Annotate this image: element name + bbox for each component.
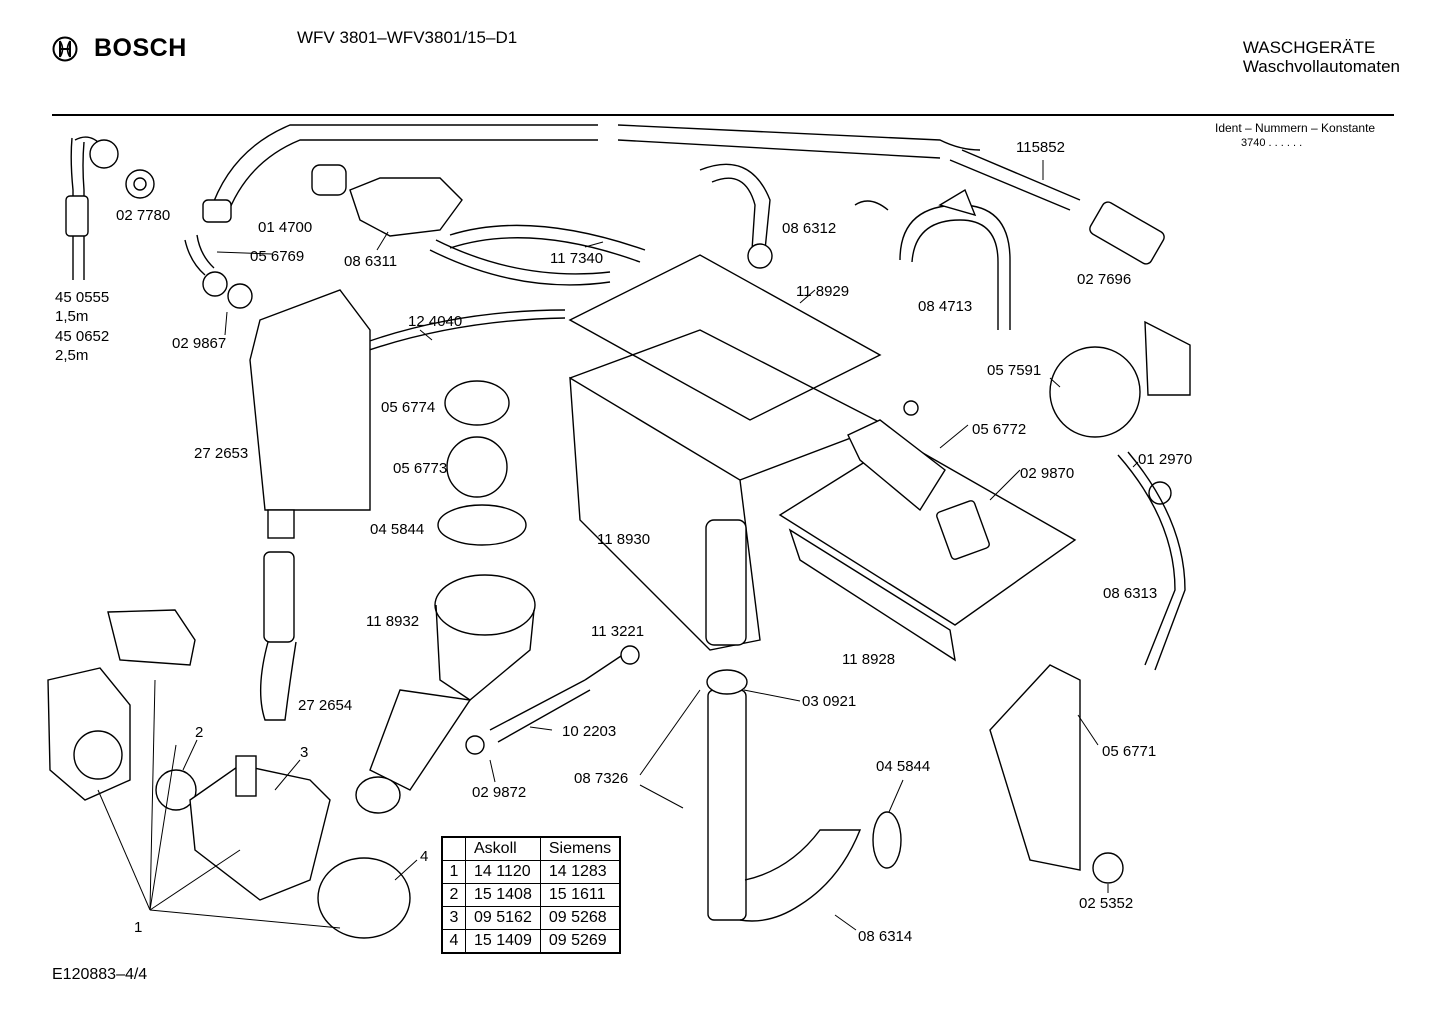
variant-header-index [441, 836, 466, 861]
label-086313: 08 6313 [1103, 585, 1157, 602]
label-012970: 01 2970 [1138, 451, 1192, 468]
table-cell: 3 [441, 906, 466, 930]
label-callout-1: 1 [134, 919, 142, 936]
label-027780: 02 7780 [116, 207, 170, 224]
label-117340: 11 7340 [550, 250, 603, 267]
label-450555: 45 0555 [55, 289, 109, 306]
category: WASCHGERÄTE Waschvollautomaten [1243, 38, 1400, 76]
table-row: 1 14 1120 14 1283 [441, 860, 621, 884]
label-113221: 11 3221 [591, 623, 644, 640]
label-084713: 08 4713 [918, 298, 972, 315]
label-callout-2: 2 [195, 724, 203, 741]
label-045844-top: 04 5844 [370, 521, 424, 538]
part-drawings [47, 124, 1191, 939]
brand: BOSCH [52, 34, 187, 63]
label-272653: 27 2653 [194, 445, 248, 462]
label-callout-3: 3 [300, 744, 308, 761]
label-014700: 01 4700 [258, 219, 312, 236]
label-029872: 02 9872 [472, 784, 526, 801]
table-cell: 4 [441, 929, 466, 954]
table-cell: 09 5162 [465, 906, 541, 930]
label-025352: 02 5352 [1079, 895, 1133, 912]
label-086312: 08 6312 [782, 220, 836, 237]
table-row: 3 09 5162 09 5268 [441, 906, 621, 930]
variant-header-askoll: Askoll [465, 836, 541, 861]
label-056773: 05 6773 [393, 460, 447, 477]
label-086311: 08 6311 [344, 253, 397, 270]
label-118929: 11 8929 [796, 283, 849, 300]
label-057591: 05 7591 [987, 362, 1041, 379]
label-056771: 05 6771 [1102, 743, 1156, 760]
label-length-1: 1,5m [55, 308, 88, 325]
variant-table: Askoll Siemens 1 14 1120 14 1283 2 15 14… [441, 836, 622, 954]
variant-header-siemens: Siemens [539, 836, 621, 861]
table-cell: 2 [441, 883, 466, 907]
table-cell: 15 1408 [465, 883, 541, 907]
label-056772: 05 6772 [972, 421, 1026, 438]
label-056774: 05 6774 [381, 399, 435, 416]
label-118932: 11 8932 [366, 613, 419, 630]
label-272654: 27 2654 [298, 697, 352, 714]
table-cell: 09 5268 [539, 906, 621, 930]
table-cell: 1 [441, 860, 466, 884]
label-086314: 08 6314 [858, 928, 912, 945]
label-027696: 02 7696 [1077, 271, 1131, 288]
table-cell: 15 1611 [539, 883, 621, 907]
label-056769: 05 6769 [250, 248, 304, 265]
label-030921: 03 0921 [802, 693, 856, 710]
table-cell: 14 1283 [539, 860, 621, 884]
label-118930: 11 8930 [597, 531, 650, 548]
header-divider [52, 114, 1394, 116]
ident-block: Ident – Nummern – Konstante 3740 . . . .… [1215, 121, 1375, 151]
label-450652: 45 0652 [55, 328, 109, 345]
table-row: 4 15 1409 09 5269 [441, 929, 621, 954]
model-number: WFV 3801–WFV3801/15–D1 [297, 28, 518, 47]
table-cell: 15 1409 [465, 929, 541, 954]
table-cell: 14 1120 [465, 860, 541, 884]
label-124040: 12 4040 [408, 313, 462, 330]
table-row: 2 15 1408 15 1611 [441, 883, 621, 907]
label-087326: 08 7326 [574, 770, 628, 787]
label-length-2: 2,5m [55, 347, 88, 364]
leader-lines [97, 160, 1139, 931]
label-102203: 10 2203 [562, 723, 616, 740]
label-029870: 02 9870 [1020, 465, 1074, 482]
label-callout-4: 4 [420, 848, 428, 865]
category-subtitle: Waschvollautomaten [1242, 57, 1400, 76]
drawing-number: E120883–4/4 [52, 966, 148, 983]
label-115852: 115852 [1016, 139, 1065, 156]
table-cell: 09 5269 [539, 929, 621, 954]
label-118928: 11 8928 [842, 651, 895, 668]
ident-code: 3740 . . . . . . [1241, 137, 1303, 149]
label-045844-bottom: 04 5844 [876, 758, 930, 775]
brand-name: BOSCH [94, 34, 187, 62]
label-029867: 02 9867 [172, 335, 226, 352]
ident-title: Ident – Nummern – Konstante [1215, 121, 1376, 135]
variant-table-header: Askoll Siemens [441, 836, 621, 861]
bosch-logo-icon [52, 36, 78, 61]
category-title: WASCHGERÄTE [1242, 38, 1376, 57]
part-labels: 02 7780 45 0555 1,5m 45 0652 2,5m 01 470… [55, 139, 1192, 945]
